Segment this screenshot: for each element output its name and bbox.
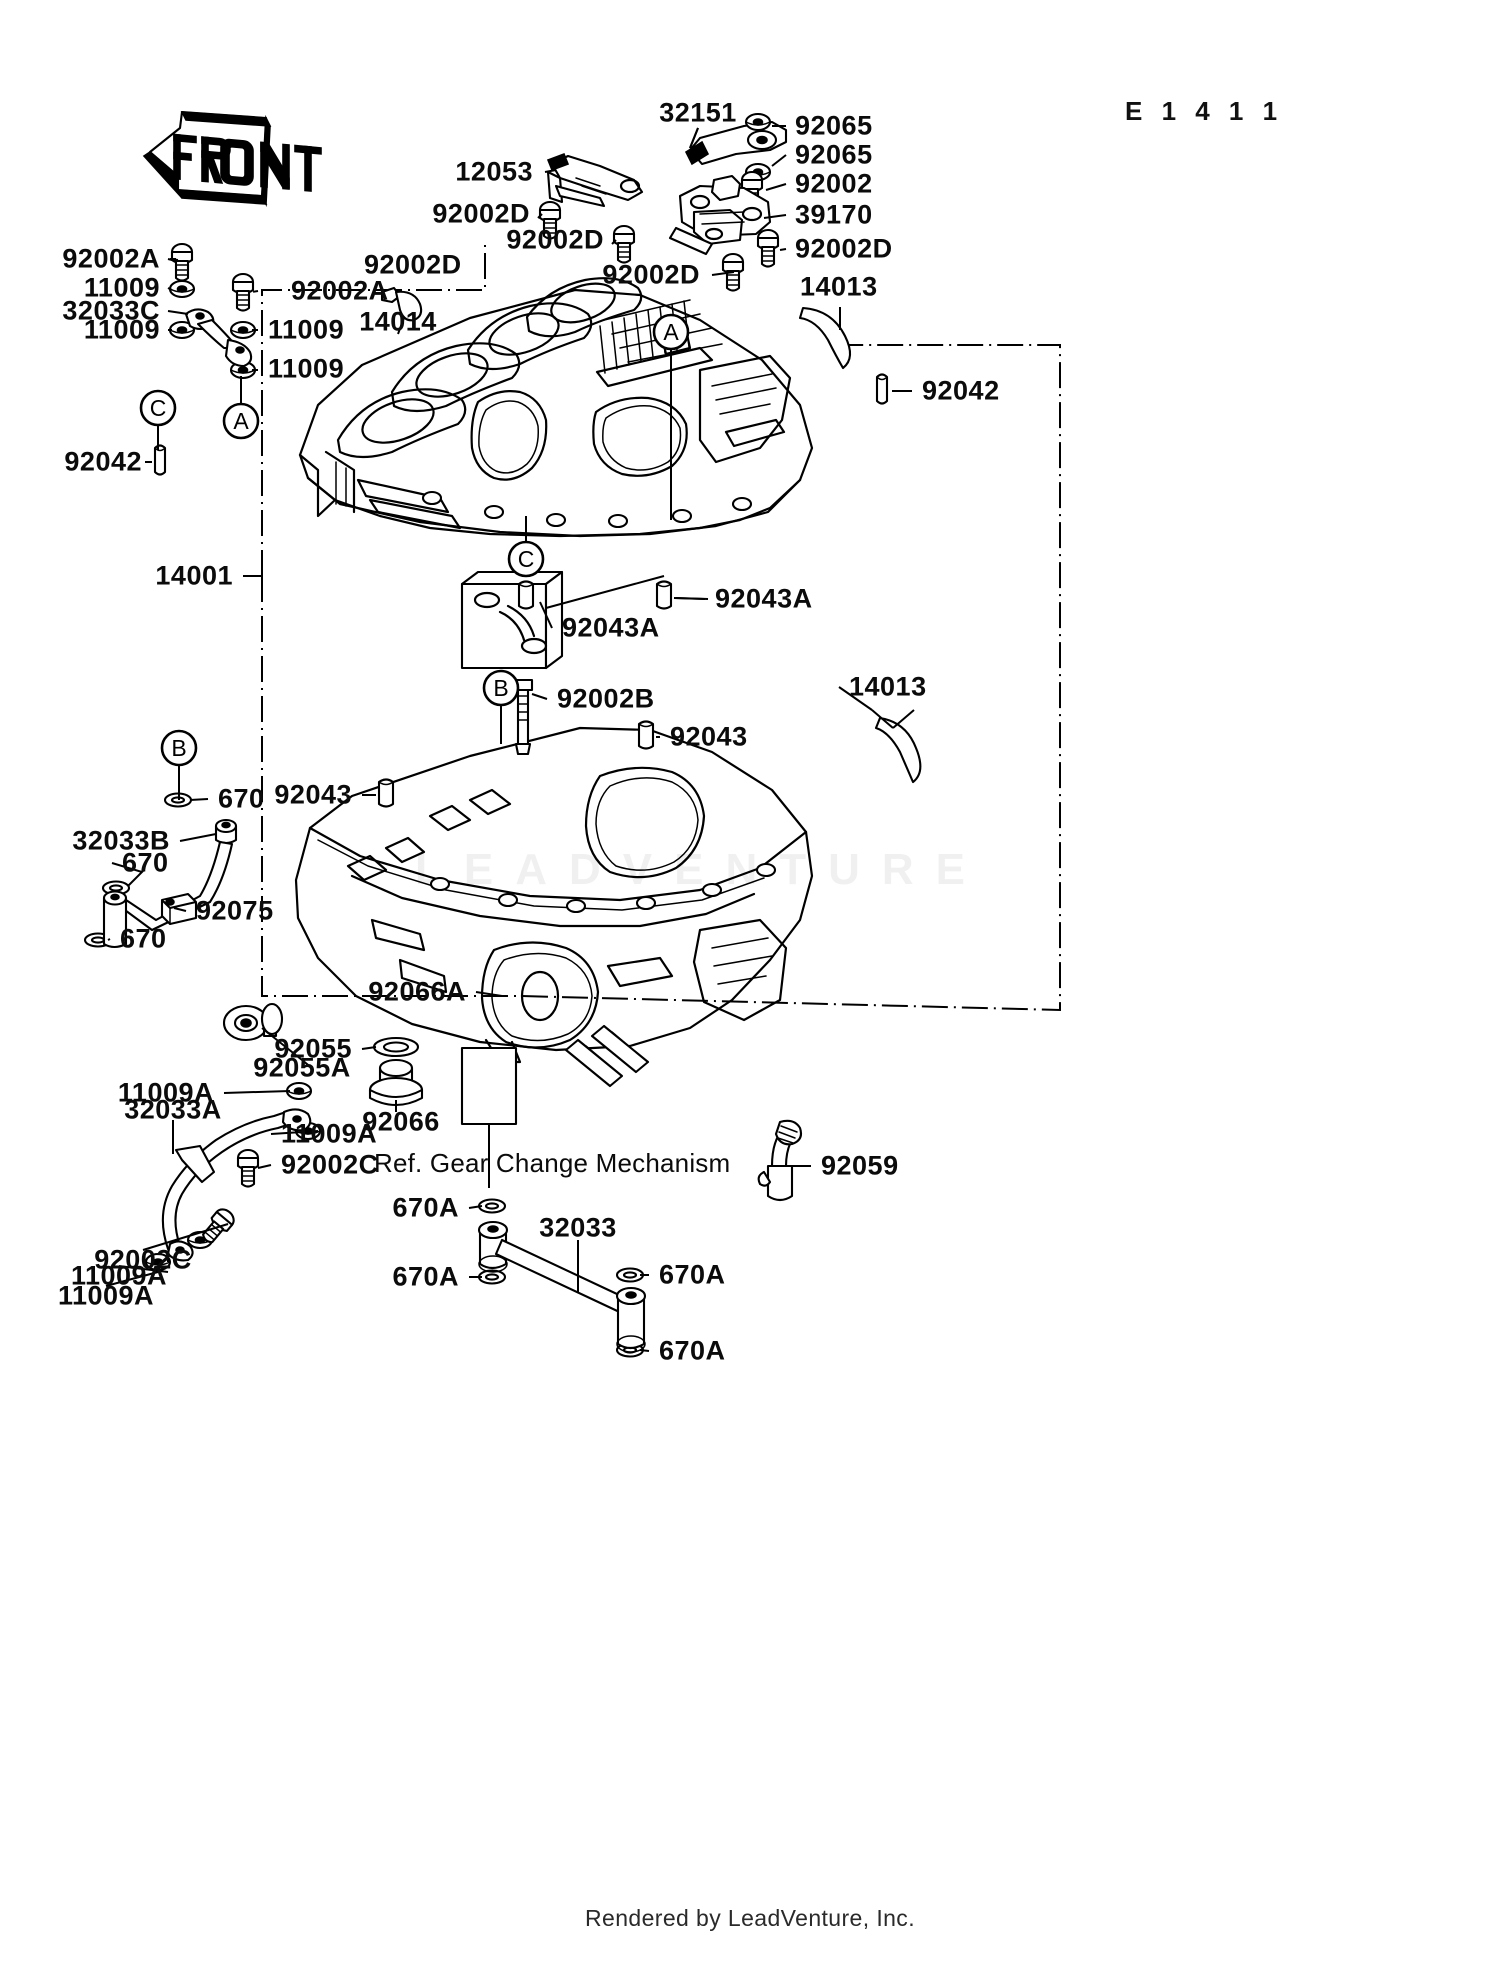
part-callout-92002a[interactable]: 92002A [62, 243, 160, 274]
part-12053-bracket [546, 152, 644, 208]
part-callout-670[interactable]: 670 [122, 847, 169, 878]
diagram-code: E 1 4 1 1 [1125, 96, 1284, 126]
part-callout-92055a[interactable]: 92055A [253, 1052, 351, 1083]
part-callout-32033[interactable]: 32033 [539, 1212, 617, 1243]
part-39170-bracket [668, 174, 772, 256]
gear-change-ref-box [460, 1046, 518, 1188]
part-callout-12053[interactable]: 12053 [455, 156, 533, 187]
part-callout-92043[interactable]: 92043 [274, 779, 352, 810]
part-32033A-oil-pipe [144, 1081, 322, 1272]
part-callout-92065[interactable]: 92065 [795, 110, 873, 141]
part-callout-39170[interactable]: 39170 [795, 199, 873, 230]
part-callout-92002c[interactable]: 92002C [281, 1149, 379, 1180]
part-callout-11009[interactable]: 11009 [83, 272, 160, 303]
part-callout-670a[interactable]: 670A [392, 1192, 459, 1223]
part-32033C-oil-pipe-group [168, 242, 257, 380]
part-callout-11009a[interactable]: 11009A [281, 1118, 378, 1149]
part-callout-92002d[interactable]: 92002D [432, 198, 530, 229]
part-callout-670a[interactable]: 670A [659, 1335, 726, 1366]
marker-stems [157, 348, 672, 800]
part-callout-92002d[interactable]: 92002D [795, 233, 893, 264]
part-callout-670a[interactable]: 670A [392, 1261, 459, 1292]
part-callout-92066[interactable]: 92066 [362, 1106, 440, 1137]
part-callout-11009[interactable]: 11009 [83, 314, 160, 345]
part-92002D-bolts [380, 200, 780, 322]
part-callout-14013[interactable]: 14013 [800, 271, 878, 302]
part-32033B-hose [83, 792, 238, 949]
part-callout-11009[interactable]: 11009 [268, 314, 345, 345]
part-callout-92055[interactable]: 92055 [274, 1033, 352, 1064]
footer-credit: Rendered by LeadVenture, Inc. [585, 1905, 915, 1931]
part-14013-seals [798, 306, 922, 784]
part-callout-92002b[interactable]: 92002B [557, 683, 655, 714]
part-92066-plug [368, 1058, 424, 1107]
part-callout-32033b[interactable]: 32033B [72, 825, 170, 856]
upper-crankcase-half [298, 277, 814, 538]
part-callout-92002d[interactable]: 92002D [602, 259, 700, 290]
part-callout-32033a[interactable]: 32033A [124, 1094, 222, 1125]
part-callout-92043[interactable]: 92043 [670, 721, 748, 752]
part-callout-670[interactable]: 670 [120, 923, 167, 954]
part-callout-92066a[interactable]: 92066A [368, 976, 466, 1007]
part-92055-oring [372, 1036, 420, 1058]
part-callout-92065[interactable]: 92065 [795, 139, 873, 170]
part-callout-92059[interactable]: 92059 [821, 1150, 899, 1181]
part-callout-92043a[interactable]: 92043A [715, 583, 813, 614]
part-92002B-bolt [512, 678, 534, 756]
part-callout-11009a[interactable]: 11009A [117, 1077, 214, 1108]
part-callout-14014[interactable]: 14014 [359, 306, 437, 337]
lower-crankcase-half [294, 726, 814, 1088]
part-callout-11009a[interactable]: 11009A [57, 1280, 155, 1311]
leader-lines [105, 125, 912, 1352]
part-callout-92002[interactable]: 92002 [795, 168, 873, 199]
part-callout-14001[interactable]: 14001 [155, 560, 233, 591]
part-callout-92043a[interactable]: 92043A [562, 612, 660, 643]
part-callout-92042[interactable]: 92042 [922, 375, 1000, 406]
part-callout-92042[interactable]: 92042 [64, 446, 142, 477]
gear-change-reference-note: Ref. Gear Change Mechanism [374, 1148, 731, 1178]
part-callout-92002d[interactable]: 92002D [506, 224, 604, 255]
assembly-bracket [261, 243, 486, 576]
part-callout-32033c[interactable]: 32033C [62, 295, 160, 326]
part-callout-11009[interactable]: 11009 [268, 353, 345, 384]
part-callout-11009a[interactable]: 11009A [70, 1260, 168, 1291]
front-arrow-badge [142, 110, 322, 208]
part-32033-pipe [477, 1198, 647, 1358]
part-callout-92002d[interactable]: 92002D [364, 249, 462, 280]
part-callout-14013[interactable]: 14013 [849, 671, 927, 702]
part-callout-670a[interactable]: 670A [659, 1259, 726, 1290]
part-92066A-plug [222, 1002, 284, 1042]
part-callout-670[interactable]: 670 [218, 783, 265, 814]
part-92059-fitting [757, 1119, 803, 1202]
part-callout-92002a[interactable]: 92002A [291, 275, 389, 306]
part-32151-shift-lever [684, 120, 788, 166]
part-callout-92075[interactable]: 92075 [196, 895, 274, 926]
part-callout-32151[interactable]: 32151 [659, 97, 737, 128]
bearing-cap-block [460, 570, 564, 670]
part-callout-92002c[interactable]: 92002C [94, 1244, 192, 1275]
